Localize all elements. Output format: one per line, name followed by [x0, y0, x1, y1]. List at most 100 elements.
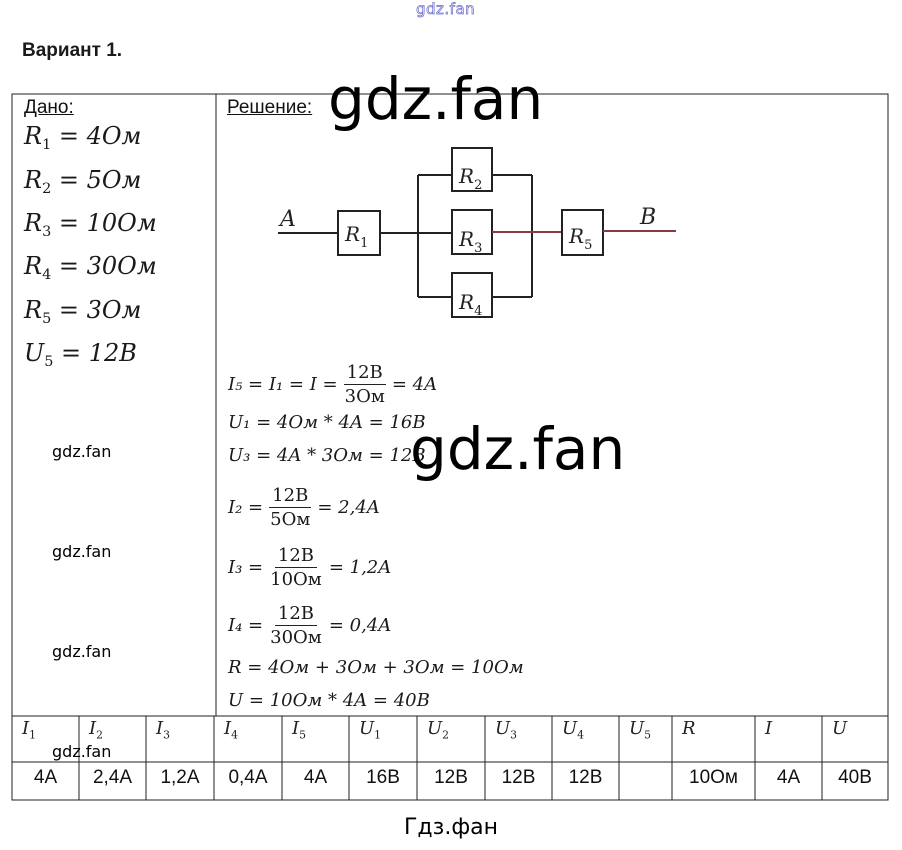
given-symbol: R: [24, 166, 43, 194]
answer-value-cell: 4А: [776, 767, 801, 788]
given-item: R4 = 30Ом: [24, 252, 157, 283]
footer-text: Гдз.фан: [404, 815, 498, 840]
given-value: 10Ом: [86, 209, 157, 237]
eq5-fraction: 12В 10Ом: [267, 545, 325, 590]
given-item: R3 = 10Ом: [24, 209, 157, 240]
equation-i2: I₂ = 12В 5Ом = 2,4A: [228, 485, 380, 530]
answer-header-cell: U4: [562, 718, 584, 741]
eq6-lhs: I₄ =: [228, 615, 264, 636]
equation-u1: U₁ = 4Ом * 4A = 16В: [228, 412, 426, 433]
eq1-denominator: 3Ом: [344, 386, 385, 407]
eq1-fraction: 12В 3Ом: [342, 362, 388, 407]
equation-u3: U₃ = 4A * 3Ом = 12В: [228, 445, 426, 466]
given-symbol: U: [24, 339, 45, 367]
page-title: Вариант 1.: [22, 40, 123, 61]
eq4-lhs: I₂ =: [228, 497, 264, 518]
solution-header: Решение:: [227, 97, 313, 118]
answer-header-cell: I4: [224, 718, 238, 741]
answer-header-cell: I2: [89, 718, 103, 741]
given-symbol: R: [24, 122, 43, 150]
equation-total-resistance: R = 4Ом + 3Ом + 3Ом = 10Ом: [228, 657, 524, 678]
given-value: 5Ом: [86, 166, 142, 194]
answer-value-cell: 40В: [838, 767, 872, 788]
answer-header-cell: U5: [629, 718, 651, 741]
watermark-small-4: gdz.fan: [52, 742, 112, 761]
header-symbol: U: [359, 718, 375, 739]
node-a-label: A: [278, 207, 296, 232]
eq5-denominator: 10Ом: [270, 569, 322, 590]
equation-total-voltage: U = 10Ом * 4A = 40В: [228, 690, 430, 711]
given-item: U5 = 12В: [24, 339, 137, 370]
watermark-small-1: gdz.fan: [52, 442, 112, 461]
header-symbol: I: [89, 718, 97, 739]
watermark-small-3: gdz.fan: [52, 642, 112, 661]
resistor-r4-box: [451, 272, 493, 318]
given-header: Дано:: [24, 97, 74, 118]
given-symbol: R: [24, 296, 43, 324]
eq4-fraction: 12В 5Ом: [267, 485, 313, 530]
resistor-label-r2: R2: [458, 164, 482, 193]
node-b-label: B: [639, 205, 656, 230]
header-subscript: 4: [231, 728, 238, 742]
watermark-big-2: gdz.fan: [410, 415, 626, 483]
answer-header-cell: R: [682, 718, 696, 741]
eq4-denominator: 5Ом: [270, 509, 311, 530]
given-item: R2 = 5Ом: [24, 166, 141, 197]
eq4-rhs: = 2,4A: [317, 497, 380, 518]
answer-value-cell: 1,2А: [160, 767, 200, 788]
answer-header-cell: U: [832, 718, 847, 741]
header-symbol: U: [562, 718, 578, 739]
answer-header-cell: U3: [495, 718, 517, 741]
table-border: [11, 93, 889, 801]
answer-value-cell: 10Ом: [689, 767, 738, 788]
answer-header-cell: U2: [427, 718, 449, 741]
equals-sign: =: [51, 296, 87, 324]
given-symbol: R: [24, 252, 43, 280]
given-value: 12В: [88, 339, 137, 367]
eq5-lhs: I₃ =: [228, 557, 264, 578]
resistor-label-r5: R5: [568, 224, 592, 253]
given-subscript: 4: [42, 267, 52, 284]
answer-header-cell: I1: [22, 718, 36, 741]
eq1-numerator: 12В: [343, 362, 386, 385]
header-symbol: U: [495, 718, 511, 739]
given-value: 30Ом: [86, 252, 157, 280]
watermark-big-1: gdz.fan: [328, 65, 544, 133]
header-symbol: I: [292, 718, 300, 739]
eq6-numerator: 12В: [274, 603, 318, 626]
answer-header-cell: I5: [292, 718, 306, 741]
answer-value-cell: 2,4А: [92, 767, 133, 788]
resistor-label-r1: R1: [344, 222, 368, 251]
equation-i3: I₃ = 12В 10Ом = 1,2A: [228, 545, 391, 590]
resistor-label-r3: R3: [458, 227, 482, 256]
given-value: 4Ом: [86, 122, 142, 150]
header-symbol: I: [156, 718, 164, 739]
header-subscript: 2: [442, 728, 450, 742]
header-subscript: 5: [644, 728, 652, 742]
equals-sign: =: [51, 252, 87, 280]
header-subscript: 2: [96, 728, 103, 742]
given-item: R5 = 3Ом: [24, 296, 141, 327]
equals-sign: =: [51, 209, 87, 237]
equation-currents-series: I₅ = I₁ = I = 12В 3Ом = 4A: [228, 362, 437, 407]
given-subscript: 2: [42, 181, 52, 198]
watermark-small-2: gdz.fan: [52, 542, 112, 561]
given-value: 3Ом: [86, 296, 142, 324]
eq6-rhs: = 0,4A: [328, 615, 392, 636]
eq5-rhs: = 1,2A: [328, 557, 392, 578]
header-subscript: 1: [29, 728, 36, 742]
header-symbol: U: [427, 718, 443, 739]
header-symbol: I: [22, 718, 30, 739]
header-subscript: 5: [299, 728, 306, 742]
given-subscript: 1: [42, 137, 52, 154]
answer-value-cell: 12В: [568, 767, 603, 788]
given-subscript: 5: [44, 354, 54, 371]
resistor-r2-box: [451, 147, 493, 192]
eq5-numerator: 12В: [274, 545, 318, 568]
watermark-top: gdz.fan: [416, 0, 476, 18]
given-item: R1 = 4Ом: [24, 122, 141, 153]
header-symbol: U: [629, 718, 645, 739]
answer-value-cell: 4А: [303, 767, 328, 788]
